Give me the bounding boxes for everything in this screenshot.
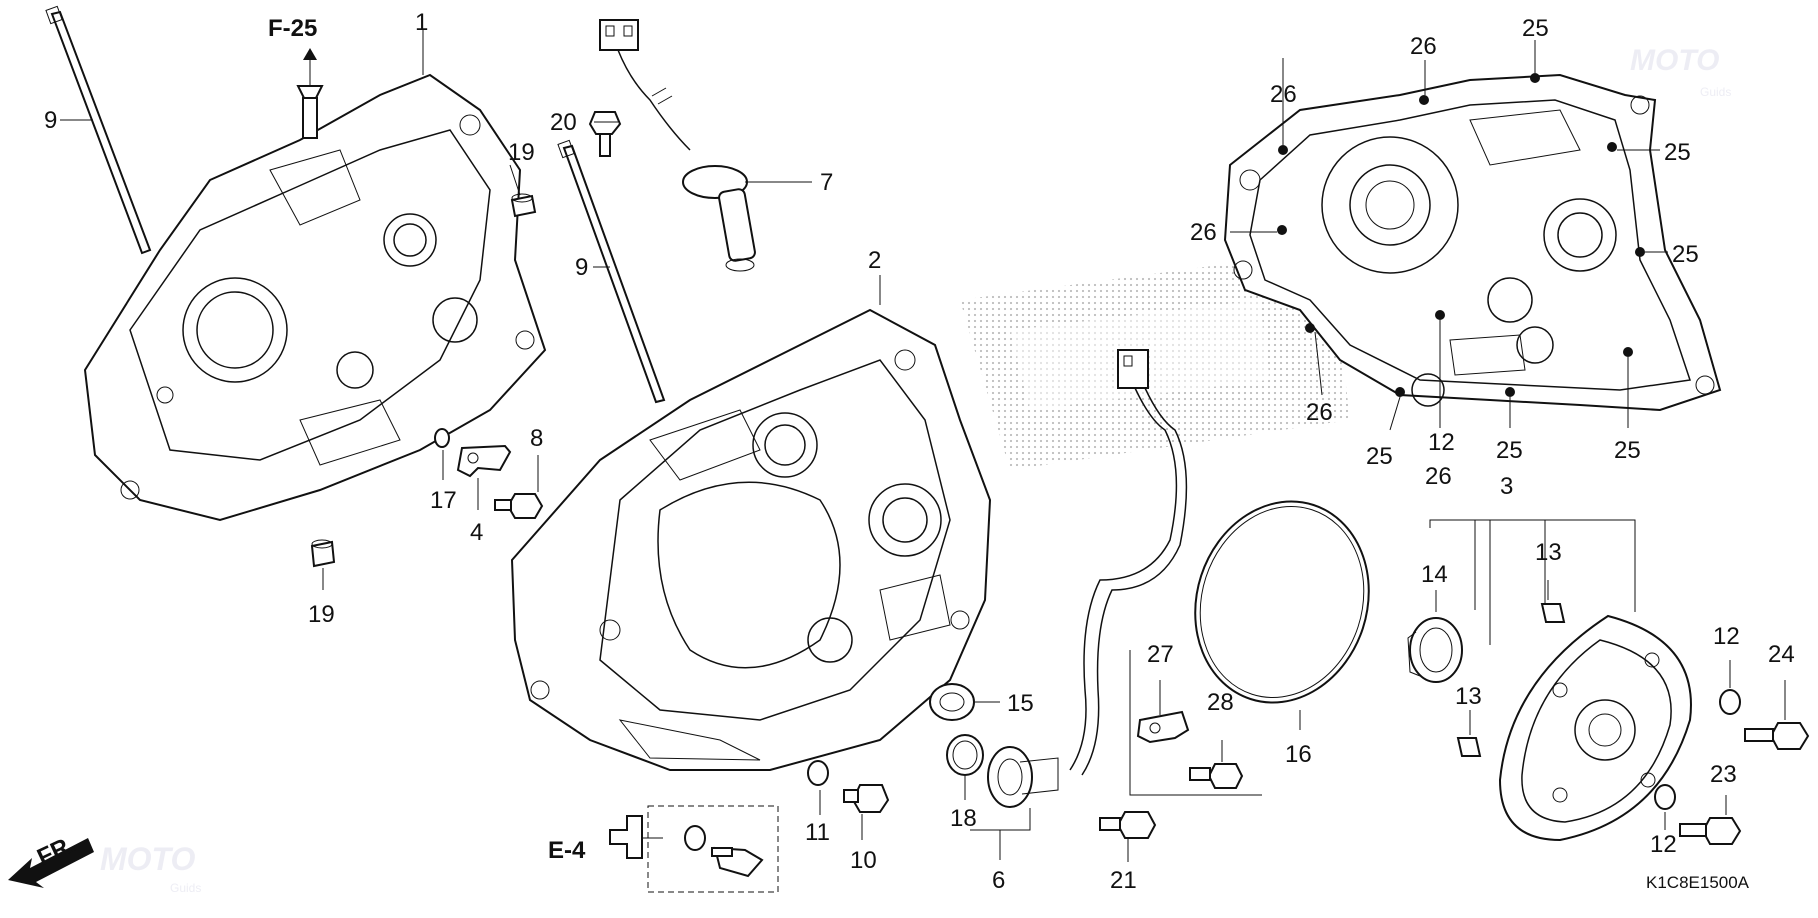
bolt-part-21	[1099, 811, 1157, 839]
sensor-part-7	[599, 19, 756, 272]
callout-18: 18	[950, 805, 977, 832]
oil-seal-part-14	[1407, 617, 1463, 683]
bracket-part-27	[1129, 650, 1262, 796]
watermark-brand: MOTO	[100, 841, 196, 877]
stud-bolt-part-9-left	[45, 5, 152, 255]
bolt-part-28	[1189, 763, 1244, 789]
washer-part-17	[434, 428, 450, 448]
stud-bolt-part-9-center	[557, 139, 666, 404]
callout-2: 2	[868, 247, 881, 274]
callout-24: 24	[1768, 641, 1795, 668]
watermark-top-right: MOTO Guids	[1630, 44, 1731, 99]
callout-11: 11	[805, 819, 830, 846]
callout-25-top: 25	[1522, 15, 1549, 42]
watermark-sub: Guids	[170, 881, 201, 895]
bolt-part-8	[494, 493, 544, 519]
o-ring-part-18	[946, 734, 984, 776]
callout-10: 10	[850, 847, 877, 874]
callout-25-bottom-right: 25	[1614, 437, 1641, 464]
callout-12-lower: 12	[1650, 831, 1677, 858]
callout-12-upper: 12	[1713, 623, 1740, 650]
callout-1: 1	[415, 9, 428, 36]
callout-17: 17	[430, 487, 457, 514]
callout-12-face: 12	[1428, 429, 1455, 456]
callout-21: 21	[1110, 867, 1137, 894]
oil-seal-part-15	[929, 683, 975, 721]
reference-e4: E-4	[548, 837, 586, 864]
callout-26-left-upper: 26	[1270, 81, 1297, 108]
callout-6: 6	[992, 867, 1005, 894]
callout-26-left: 26	[1190, 219, 1217, 246]
watermark-brand: MOTO	[1630, 44, 1719, 77]
bolt-part-24	[1744, 722, 1810, 750]
callout-25-right-upper: 25	[1664, 139, 1691, 166]
leader-lines	[60, 30, 1786, 862]
callout-26-lower-center: 26	[1425, 463, 1452, 490]
crankcase-breather-stud	[296, 48, 324, 139]
bolt-part-20	[588, 111, 622, 157]
callout-26-lower-left: 26	[1306, 399, 1333, 426]
dowel-pin-part-13-upper	[1540, 603, 1566, 623]
callout-14: 14	[1421, 561, 1448, 588]
crankcase-mating-face	[1223, 73, 1722, 412]
watermark-bottom-left: MOTO Guids	[100, 841, 201, 895]
front-direction-arrow	[8, 838, 94, 888]
callout-labels: 1 2 3 4 6 7 8 9 9 10 11 12 12 12 13 13 1…	[33, 9, 1795, 894]
dowel-pin-part-13-lower	[1456, 737, 1482, 757]
washer-part-12-lower	[1654, 784, 1676, 810]
callout-4: 4	[470, 519, 483, 546]
dowel-pin-part-19-upper	[510, 193, 537, 218]
washer-part-11	[807, 760, 829, 786]
oil-pump-assembly-part-3	[1429, 519, 1692, 842]
bolt-holes	[1277, 73, 1645, 397]
callout-23: 23	[1710, 761, 1737, 788]
diagram-code: K1C8E1500A	[1646, 873, 1750, 892]
callout-7: 7	[820, 169, 833, 196]
grommet-part-6	[987, 746, 1059, 808]
callout-27: 27	[1147, 641, 1174, 668]
callout-19-upper: 19	[508, 139, 535, 166]
callout-25-right-lower: 25	[1672, 241, 1699, 268]
dowel-pin-part-19-lower	[310, 539, 336, 568]
e4-bracket-group	[647, 805, 779, 893]
callout-28: 28	[1207, 689, 1234, 716]
callout-13-upper: 13	[1535, 539, 1562, 566]
callout-19-lower: 19	[308, 601, 335, 628]
callout-9-left: 9	[44, 107, 57, 134]
callout-26-top: 26	[1410, 33, 1437, 60]
callout-3: 3	[1500, 473, 1513, 500]
watermark-sub: Guids	[1700, 85, 1731, 99]
callout-9-center: 9	[575, 254, 588, 281]
washer-part-12-upper	[1719, 689, 1741, 715]
callout-25-bottom-left: 25	[1366, 443, 1393, 470]
crankcase-right-part-1	[83, 73, 547, 522]
e4-reference-arrow	[609, 815, 643, 859]
bolt-part-10	[843, 784, 890, 813]
callout-13-lower: 13	[1455, 683, 1482, 710]
callout-25-bottom-center: 25	[1496, 437, 1523, 464]
reference-f25: F-25	[268, 15, 317, 42]
callout-15: 15	[1007, 690, 1034, 717]
crankcase-left-part-2	[510, 308, 992, 771]
wire-harness	[1069, 349, 1188, 776]
callout-16: 16	[1285, 741, 1312, 768]
gasket-part-16	[1194, 500, 1370, 704]
callout-20: 20	[550, 109, 577, 136]
bolt-part-23	[1679, 817, 1742, 845]
callout-8: 8	[530, 425, 543, 452]
setting-plate-part-4	[456, 444, 512, 478]
